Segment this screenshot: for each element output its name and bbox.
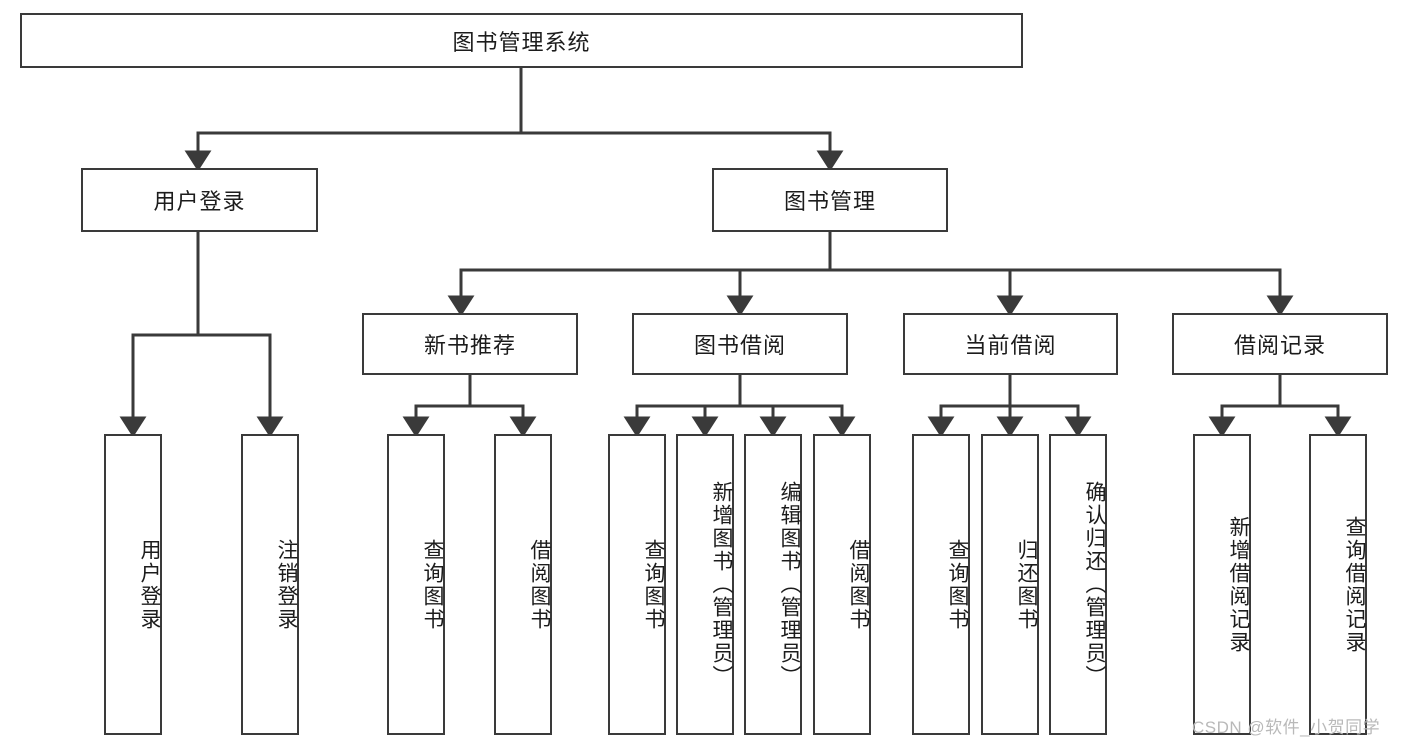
node-leaf-add-record[interactable]: 新增借阅记录 bbox=[1193, 434, 1251, 735]
node-book-manage-label: 图书管理 bbox=[783, 189, 876, 214]
node-leaf-query-book-2[interactable]: 查询图书 bbox=[608, 434, 666, 735]
node-leaf-return-book-label: 归还图书 bbox=[1015, 538, 1038, 631]
node-leaf-user-logout-label: 注销登录 bbox=[275, 538, 298, 631]
node-leaf-query-record-label: 查询借阅记录 bbox=[1343, 515, 1366, 654]
node-leaf-query-book-3[interactable]: 查询图书 bbox=[912, 434, 970, 735]
node-borrow-record-label: 借阅记录 bbox=[1233, 333, 1326, 358]
node-leaf-user-login[interactable]: 用户登录 bbox=[104, 434, 162, 735]
node-leaf-user-logout[interactable]: 注销登录 bbox=[241, 434, 299, 735]
node-leaf-borrow-book-2[interactable]: 借阅图书 bbox=[813, 434, 871, 735]
node-leaf-edit-book[interactable]: 编辑图书（管理员） bbox=[744, 434, 802, 735]
node-user-login[interactable]: 用户登录 bbox=[81, 168, 318, 232]
node-leaf-query-book-2-label: 查询图书 bbox=[642, 538, 665, 631]
node-leaf-add-book-label: 新增图书（管理员） bbox=[710, 481, 733, 688]
node-book-manage[interactable]: 图书管理 bbox=[712, 168, 948, 232]
node-leaf-borrow-book-1[interactable]: 借阅图书 bbox=[494, 434, 552, 735]
node-leaf-query-record[interactable]: 查询借阅记录 bbox=[1309, 434, 1367, 735]
node-root[interactable]: 图书管理系统 bbox=[20, 13, 1023, 68]
node-leaf-query-book-1-label: 查询图书 bbox=[421, 538, 444, 631]
node-leaf-add-record-label: 新增借阅记录 bbox=[1227, 515, 1250, 654]
node-new-book-recommend-label: 新书推荐 bbox=[423, 333, 516, 358]
node-leaf-query-book-1[interactable]: 查询图书 bbox=[387, 434, 445, 735]
node-leaf-user-login-label: 用户登录 bbox=[138, 538, 161, 631]
node-leaf-return-book[interactable]: 归还图书 bbox=[981, 434, 1039, 735]
node-user-login-label: 用户登录 bbox=[153, 189, 246, 214]
node-leaf-borrow-book-1-label: 借阅图书 bbox=[528, 538, 551, 631]
node-current-borrow[interactable]: 当前借阅 bbox=[903, 313, 1118, 375]
node-book-borrow[interactable]: 图书借阅 bbox=[632, 313, 848, 375]
node-new-book-recommend[interactable]: 新书推荐 bbox=[362, 313, 578, 375]
node-leaf-borrow-book-2-label: 借阅图书 bbox=[847, 538, 870, 631]
node-book-borrow-label: 图书借阅 bbox=[693, 333, 786, 358]
node-current-borrow-label: 当前借阅 bbox=[964, 333, 1057, 358]
node-root-label: 图书管理系统 bbox=[452, 29, 591, 55]
node-borrow-record[interactable]: 借阅记录 bbox=[1172, 313, 1388, 375]
node-leaf-confirm-return[interactable]: 确认归还（管理员） bbox=[1049, 434, 1107, 735]
node-leaf-add-book[interactable]: 新增图书（管理员） bbox=[676, 434, 734, 735]
node-leaf-confirm-return-label: 确认归还（管理员） bbox=[1083, 481, 1106, 688]
node-leaf-edit-book-label: 编辑图书（管理员） bbox=[778, 481, 801, 688]
node-leaf-query-book-3-label: 查询图书 bbox=[946, 538, 969, 631]
csdn-watermark: CSDN @软件_小贺同学 bbox=[1192, 718, 1381, 737]
